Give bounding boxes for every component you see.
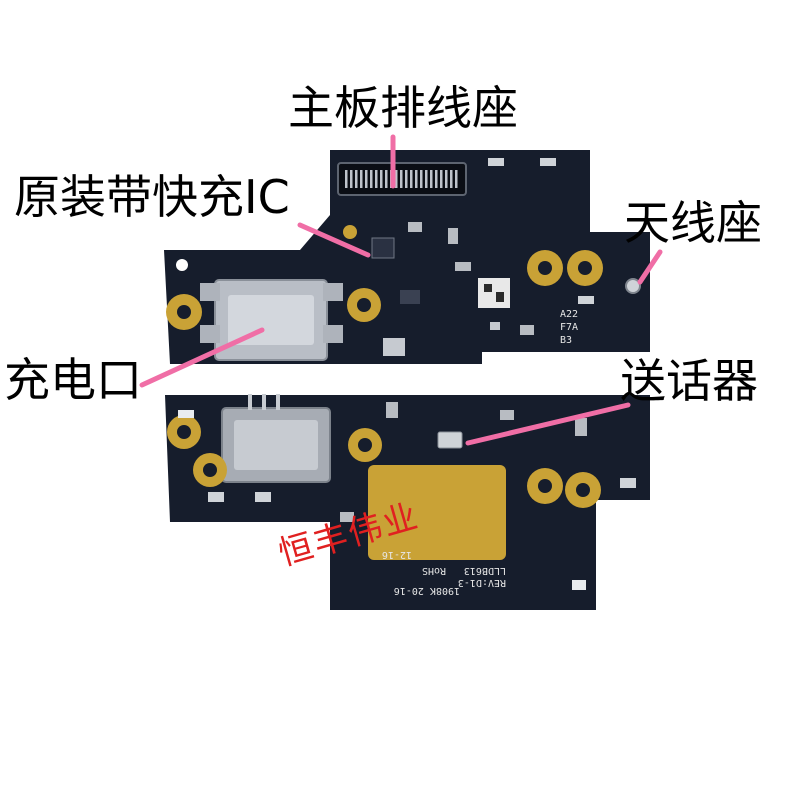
smd-component <box>178 410 194 418</box>
silk-revision: REV:D1-3 <box>458 577 506 588</box>
pad-hole <box>358 438 372 452</box>
smd-component <box>490 322 500 330</box>
pad-hole <box>576 483 590 497</box>
qr-code-pattern <box>496 292 504 302</box>
usb-c-tab <box>200 325 220 343</box>
smd-component <box>488 158 504 166</box>
ic-gold-dot <box>343 225 357 239</box>
silk-rohs: RoHS <box>422 565 446 576</box>
microphone-component <box>437 431 463 449</box>
usb-c-tab <box>323 283 343 301</box>
smd-component <box>386 402 398 418</box>
usb-c-port-front-inner <box>234 420 318 470</box>
main-board-connector-label: 主板排线座 <box>288 81 518 135</box>
pad-hole <box>538 479 552 493</box>
smd-component <box>572 580 586 590</box>
silk-date: 12-16 <box>382 549 412 560</box>
mount-hole <box>176 259 188 271</box>
silk-board-id: LLDB613 <box>464 565 506 576</box>
smd-component <box>255 492 271 502</box>
microphone-label: 送话器 <box>620 354 758 408</box>
smd-component <box>408 222 422 232</box>
smd-component <box>208 492 224 502</box>
silk-f7a: F7A <box>560 322 578 333</box>
usb-c-port-back-inner <box>228 295 314 345</box>
smd-component <box>400 290 420 304</box>
silk-bottom-code: 1908K 20-16 <box>394 585 460 596</box>
callout-antenna-connector <box>637 249 663 285</box>
smd-component <box>540 158 556 166</box>
fast-charge-ic-label: 原装带快充IC <box>14 170 290 224</box>
board-connector-pins <box>345 170 459 188</box>
callout-microphone <box>465 402 631 446</box>
smd-component <box>340 512 354 522</box>
callout-charging-port <box>139 327 265 388</box>
pad-hole <box>357 298 371 312</box>
usb-c-prong <box>276 394 280 410</box>
usb-c-tab <box>323 325 343 343</box>
usb-c-tab <box>200 283 220 301</box>
smd-component <box>575 418 587 436</box>
pad-hole <box>177 425 191 439</box>
silk-a22: A22 <box>560 309 578 320</box>
smd-component <box>455 262 471 271</box>
pad-hole <box>177 305 191 319</box>
smd-component <box>500 410 514 420</box>
fast-charge-ic <box>371 237 395 259</box>
pad-hole <box>538 261 552 275</box>
usb-c-prong <box>262 394 266 410</box>
qr-code-pattern <box>484 284 492 292</box>
smd-component <box>620 478 636 488</box>
antenna-connector-label: 天线座 <box>624 196 762 250</box>
smd-component <box>383 338 405 356</box>
callout-lines <box>139 134 663 446</box>
usb-c-prong <box>248 394 252 410</box>
pad-hole <box>578 261 592 275</box>
callout-fast-charge-ic <box>297 222 371 258</box>
smd-component <box>578 296 594 304</box>
gold-shield-plate <box>368 465 506 560</box>
smd-component <box>520 325 534 335</box>
charging-port-label: 充电口 <box>4 353 142 407</box>
qr-code <box>478 278 510 308</box>
smd-component <box>448 228 458 244</box>
pad-hole <box>203 463 217 477</box>
silk-b3: B3 <box>560 335 572 346</box>
antenna-connector <box>625 278 641 294</box>
